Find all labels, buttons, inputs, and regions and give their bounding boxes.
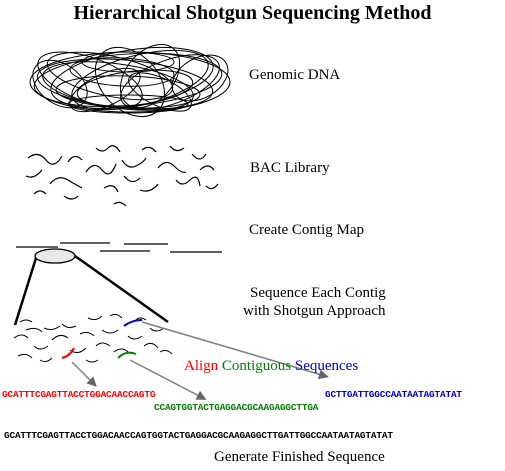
align-word-red: Align xyxy=(184,358,219,374)
sequence-green: CCAGTGGTACTGAGGACGCAAGAGGCTTGA xyxy=(154,402,319,413)
bac-fragment xyxy=(175,176,201,187)
bac-fragment xyxy=(25,169,43,178)
bac-fragment xyxy=(67,155,83,163)
lens-right-edge xyxy=(74,254,169,324)
bac-fragment xyxy=(63,195,79,200)
arrow-green xyxy=(129,359,207,400)
align-caption: Align Contiguous Sequences xyxy=(184,358,358,375)
step-genomic-dna: Genomic DNA xyxy=(249,67,341,83)
diagram-title: Hierarchical Shotgun Sequencing Method xyxy=(73,2,432,24)
zoom-lens xyxy=(13,248,169,326)
shotgun-fragments xyxy=(13,313,173,363)
step-sequence-each-contig: Sequence Each Contig xyxy=(250,285,386,301)
bac-fragment xyxy=(191,153,207,160)
shotgun-fragment xyxy=(51,334,69,341)
step-generate-finished-sequence: Generate Finished Sequence xyxy=(214,449,385,465)
shotgun-fragment xyxy=(159,349,173,355)
lens-left-edge xyxy=(13,257,38,326)
shotgun-fragment xyxy=(127,335,143,340)
bac-fragment xyxy=(103,185,119,193)
bac-fragment xyxy=(139,183,159,192)
shotgun-fragment xyxy=(135,317,147,321)
dna-loop xyxy=(69,57,175,87)
shotgun-fragment xyxy=(39,357,53,363)
shotgun-fragment xyxy=(95,342,111,347)
alignment-arrows xyxy=(71,321,329,400)
step-create-contig-map: Create Contig Map xyxy=(249,222,364,238)
bac-library-fragments xyxy=(25,145,219,207)
arrow-blue xyxy=(141,321,329,380)
shotgun-fragment xyxy=(43,325,61,331)
shotgun-fragment xyxy=(19,319,33,323)
dna-loop xyxy=(128,72,192,112)
bac-fragment xyxy=(113,201,127,207)
shotgun-fragment xyxy=(17,353,33,359)
contig-lens-ellipse xyxy=(34,248,76,264)
arrow-red xyxy=(71,361,97,387)
shotgun-fragment xyxy=(85,359,99,363)
dna-loop xyxy=(69,67,141,113)
dna-loop xyxy=(81,51,175,73)
contig-map-segments xyxy=(16,242,222,253)
step-shotgun-approach: with Shotgun Approach xyxy=(243,303,386,319)
shotgun-fragment xyxy=(13,334,29,339)
bac-fragment xyxy=(85,163,117,175)
align-word-green: Contiguous xyxy=(221,358,292,374)
bac-fragment xyxy=(141,146,157,153)
shotgun-fragment xyxy=(143,342,159,349)
shotgun-fragment xyxy=(109,313,123,319)
bac-fragment xyxy=(199,165,215,171)
bac-fragment xyxy=(33,190,47,195)
align-word-blue: Sequences xyxy=(294,358,359,374)
shotgun-fragment xyxy=(87,315,103,321)
dna-loop xyxy=(50,47,214,109)
highlighted-fragments xyxy=(61,319,143,359)
bac-fragment xyxy=(123,175,141,183)
dna-loop xyxy=(67,94,189,114)
bac-fragment xyxy=(27,153,63,165)
bac-fragment xyxy=(49,177,83,189)
genomic-dna-tangle xyxy=(29,43,231,118)
bac-fragment xyxy=(205,183,219,190)
finished-sequence: GCATTTCGAGTTACCTGGACAACCAGTGGTACTGAGGACG… xyxy=(4,430,393,441)
bac-fragment xyxy=(95,145,121,153)
dna-loop xyxy=(119,43,181,109)
sequence-blue: GCTTGATTGGCCAATAATAGTATAT xyxy=(325,389,462,400)
shotgun-fragment xyxy=(113,348,129,353)
green-fragment xyxy=(117,351,137,359)
shotgun-fragment xyxy=(101,329,119,334)
bac-fragment xyxy=(157,161,187,173)
sequence-red: GCATTTCGAGTTACCTGGACAACCAGTG xyxy=(2,389,156,400)
shotgun-fragment xyxy=(79,331,95,337)
shotgun-fragment xyxy=(61,323,77,329)
blue-fragment xyxy=(123,319,143,327)
dna-loop xyxy=(171,54,229,102)
step-bac-library: BAC Library xyxy=(250,160,330,176)
red-fragment xyxy=(61,347,75,359)
dna-loop xyxy=(32,59,88,109)
bac-fragment xyxy=(169,145,185,152)
bac-fragment xyxy=(121,157,147,168)
shotgun-fragment xyxy=(25,327,43,333)
shotgun-fragment xyxy=(33,345,49,350)
